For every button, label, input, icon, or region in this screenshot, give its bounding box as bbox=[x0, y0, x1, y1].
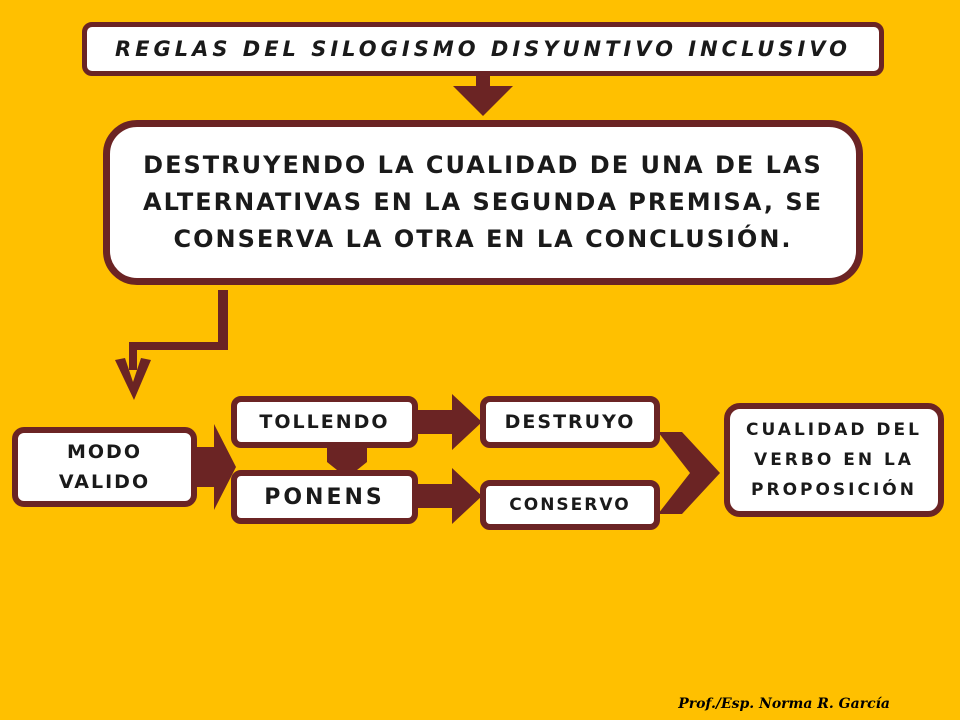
conservo-label: CONSERVO bbox=[509, 495, 631, 515]
conservo-box: CONSERVO bbox=[480, 480, 660, 530]
rule-text: DESTRUYENDO LA CUALIDAD DE UNA DE LAS AL… bbox=[143, 151, 823, 253]
diagram-title: REGLAS DEL SILOGISMO DISYUNTIVO INCLUSIV… bbox=[114, 37, 852, 61]
arrow-tollendo-to-destruyo bbox=[417, 394, 482, 450]
destruyo-box: DESTRUYO bbox=[480, 396, 660, 448]
arrow-rule-to-modo-line bbox=[129, 290, 228, 370]
arrow-rule-to-modo-head bbox=[115, 358, 151, 400]
cualidad-box: CUALIDAD DEL VERBO EN LA PROPOSICIÓN bbox=[724, 403, 944, 517]
tollendo-box: TOLLENDO bbox=[231, 396, 418, 448]
ponens-label: PONENS bbox=[264, 484, 385, 510]
arrow-modo-to-terms bbox=[196, 424, 236, 510]
arrow-ponens-to-conservo bbox=[417, 468, 482, 524]
title-box: REGLAS DEL SILOGISMO DISYUNTIVO INCLUSIV… bbox=[82, 22, 884, 76]
arrow-merge-to-cualidad bbox=[658, 432, 720, 514]
modo-valido-box: MODO VALIDO bbox=[12, 427, 197, 507]
arrow-title-to-rule-head bbox=[453, 86, 513, 116]
ponens-box: PONENS bbox=[231, 470, 418, 524]
author-signature: Prof./Esp. Norma R. García bbox=[678, 696, 890, 712]
modo-valido-label: MODO VALIDO bbox=[58, 441, 151, 493]
tollendo-label: TOLLENDO bbox=[259, 411, 390, 433]
destruyo-label: DESTRUYO bbox=[504, 411, 636, 433]
arrow-title-to-rule-shaft bbox=[476, 74, 490, 88]
cualidad-label: CUALIDAD DEL VERBO EN LA PROPOSICIÓN bbox=[746, 420, 922, 500]
rule-box: DESTRUYENDO LA CUALIDAD DE UNA DE LAS AL… bbox=[103, 120, 863, 285]
